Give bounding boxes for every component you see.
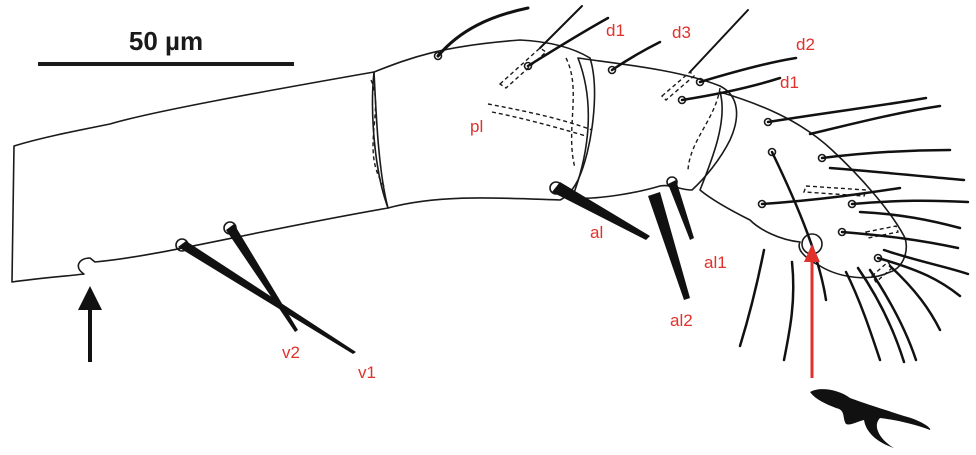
label-d3: d3 <box>672 23 691 42</box>
second-joint-dashed <box>566 58 575 168</box>
black-arrow <box>78 286 102 362</box>
d1-socket-dashed <box>500 48 546 88</box>
label-d1-lower: d1 <box>780 73 799 92</box>
label-al2: al2 <box>670 311 693 330</box>
third-segment-setae <box>609 10 797 104</box>
label-v2: v2 <box>282 343 300 362</box>
label-v1: v1 <box>358 363 376 382</box>
label-al1: al1 <box>704 253 727 272</box>
claw-detail <box>810 389 930 448</box>
lateral-spines <box>550 177 694 300</box>
ventral-spines <box>176 222 356 354</box>
label-d1-upper: d1 <box>606 21 625 40</box>
scale-bar: 50 µm <box>38 26 294 64</box>
label-al: al <box>590 223 603 242</box>
scale-bar-label: 50 µm <box>129 26 203 56</box>
second-segment-setae <box>435 6 609 70</box>
label-d2: d2 <box>796 35 815 54</box>
distal-setae <box>740 98 968 362</box>
third-joint-dashed <box>688 88 720 170</box>
pl-socket-dashed <box>488 104 592 136</box>
label-pl: pl <box>470 117 483 136</box>
